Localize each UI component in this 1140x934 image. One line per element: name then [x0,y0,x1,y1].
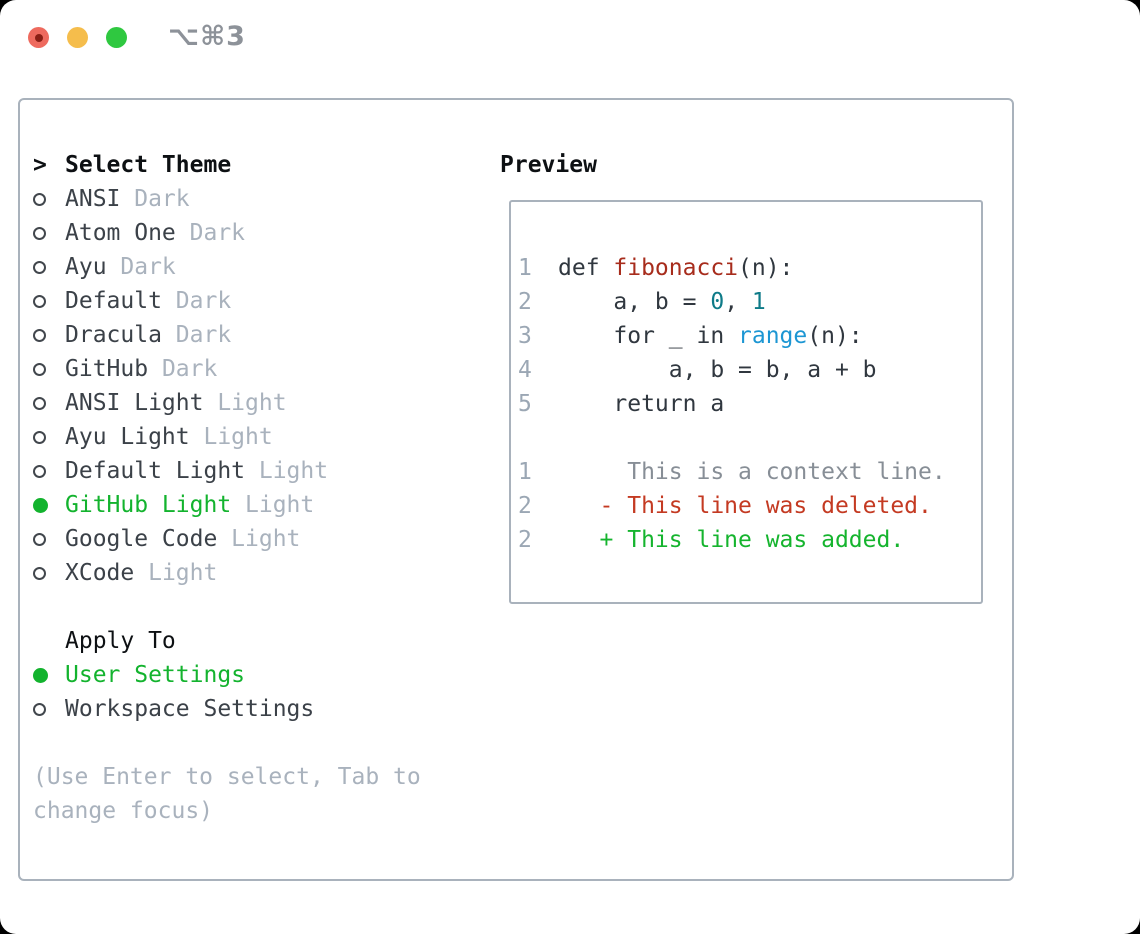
apply-to-header: Apply To [33,624,421,658]
apply-option-user-settings[interactable]: User Settings [33,658,421,692]
code-line: 3 for _ in range(n): [518,319,981,353]
line-number: 5 [518,391,532,417]
diff-deleted-line: 2 - This line was deleted. [518,489,981,523]
apply-to-title: Apply To [65,628,176,654]
radio-icon [33,464,46,478]
keyboard-hint-line-2: change focus) [33,798,214,824]
radio-icon [33,260,46,274]
radio-icon [33,430,46,444]
title-bar: ⌥⌘3 [0,0,1140,74]
line-number: 3 [518,323,532,349]
line-number: 1 [518,255,532,281]
line-number: 4 [518,357,532,383]
keyboard-hint-line-1: (Use Enter to select, Tab to [33,764,421,790]
code-line: 5 return a [518,387,981,421]
line-number: 2 [518,527,532,553]
radio-selected-icon [33,667,48,683]
traffic-lights [28,27,127,48]
radio-icon [33,702,46,716]
radio-icon [33,566,46,580]
radio-icon [33,294,46,308]
diff-added-line: 2 + This line was added. [518,523,981,557]
radio-icon [33,226,46,240]
code-line: 2 a, b = 0, 1 [518,285,981,319]
zoom-button[interactable] [106,27,127,48]
close-button[interactable] [28,27,49,48]
code-line: 4 a, b = b, a + b [518,353,981,387]
preview-title: Preview [500,152,597,178]
radio-icon [33,362,46,376]
radio-selected-icon [33,497,48,513]
diff-context-line: 1 This is a context line. [518,455,981,489]
select-theme-header: > Select Theme [33,148,421,182]
radio-icon [33,532,46,546]
minimize-button[interactable] [67,27,88,48]
radio-icon [33,328,46,342]
line-number: 2 [518,493,532,519]
close-dot-icon [34,33,43,42]
select-theme-title: Select Theme [65,152,232,178]
line-number: 2 [518,289,532,315]
line-number: 1 [518,459,532,485]
radio-icon [33,192,46,206]
window-title: ⌥⌘3 [168,21,246,52]
radio-icon [33,396,46,410]
cursor-icon: > [33,152,47,178]
apply-option-workspace-settings[interactable]: Workspace Settings [33,692,421,726]
